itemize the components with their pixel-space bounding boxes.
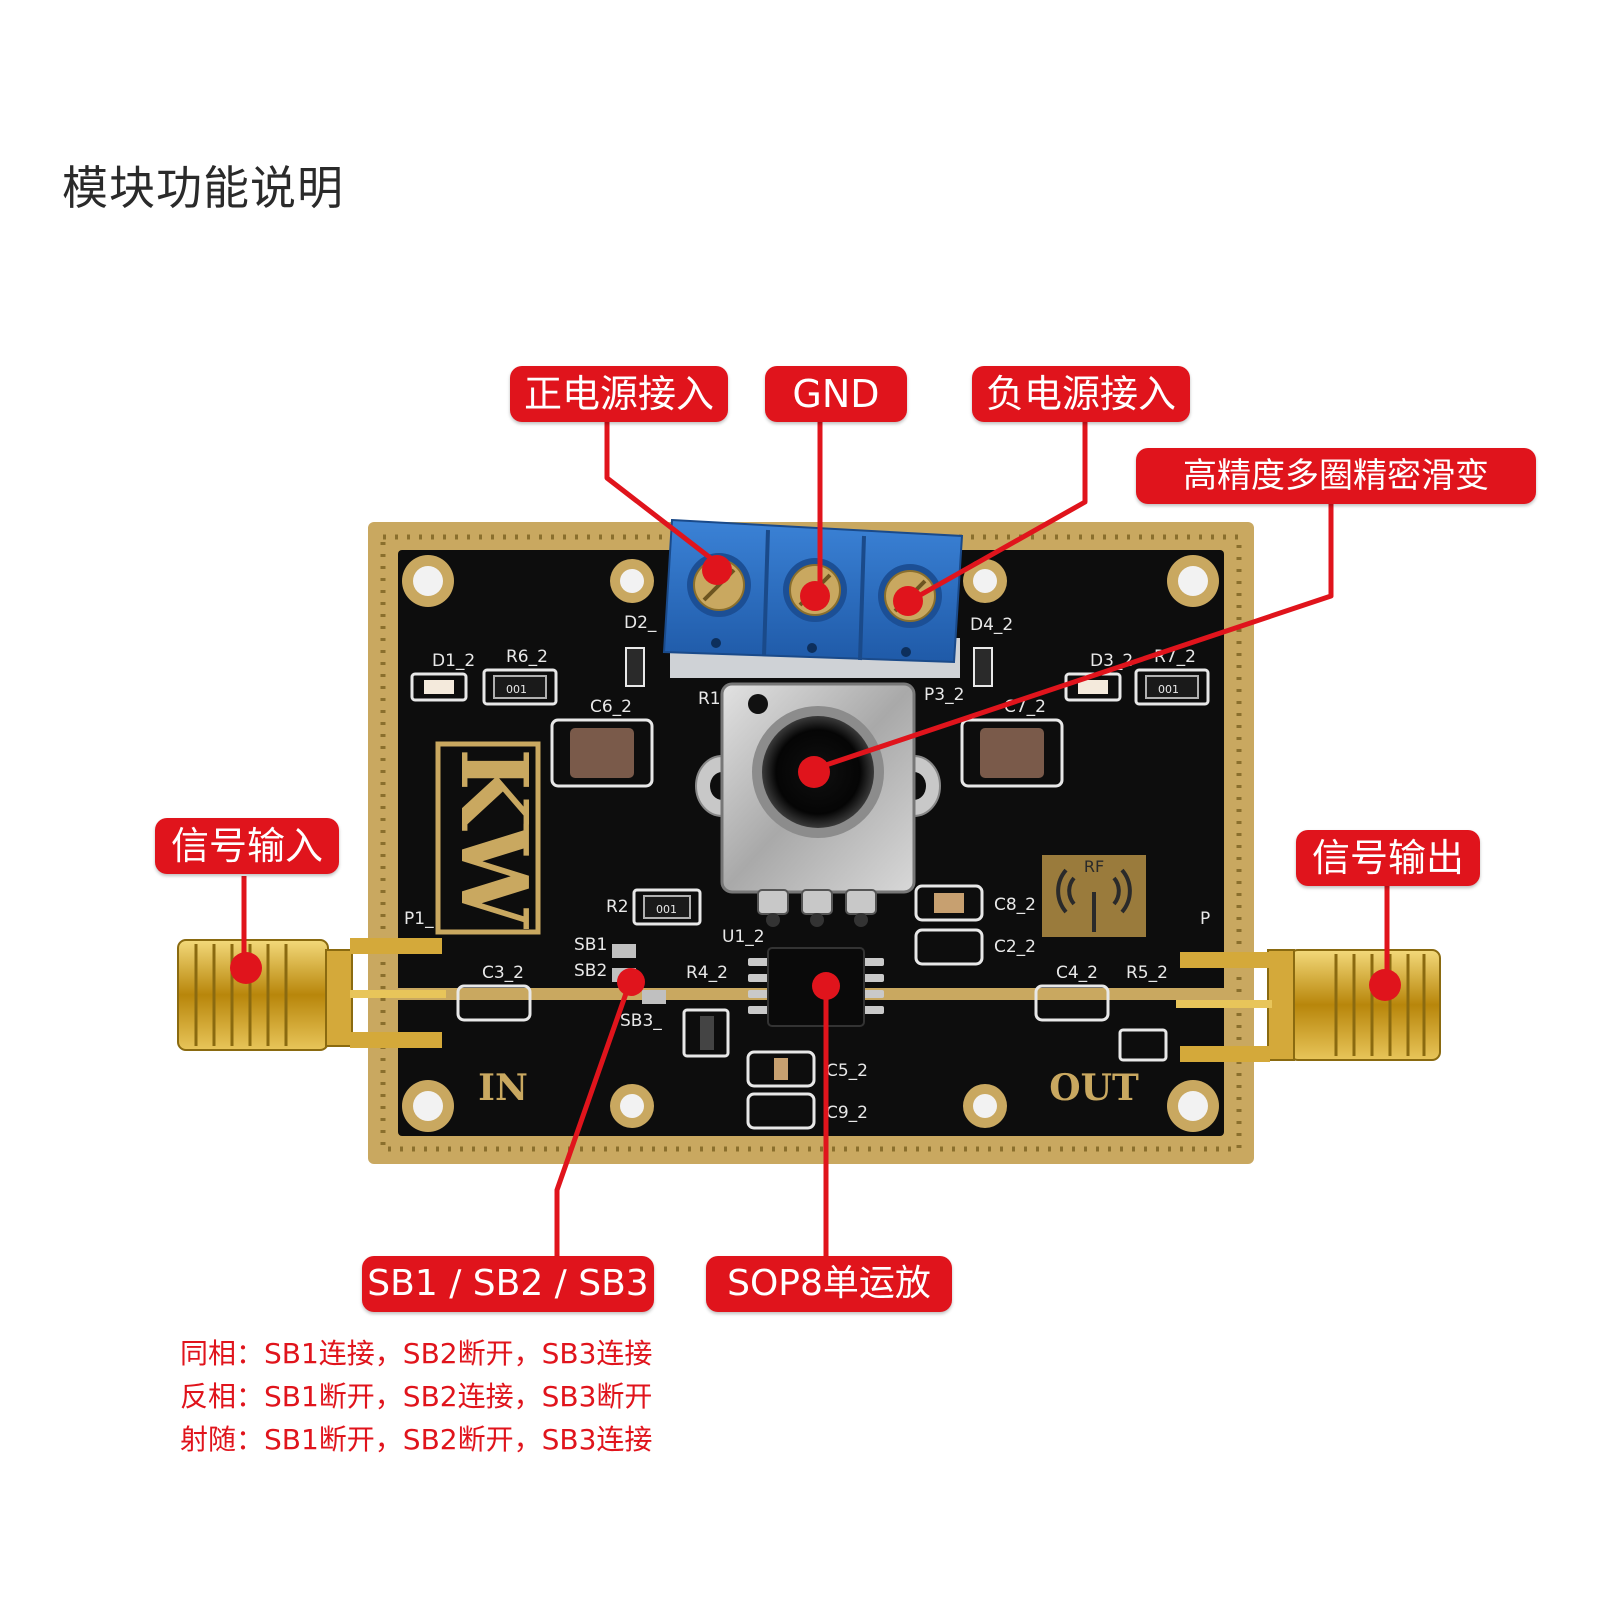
svg-text:P3_2: P3_2 (924, 685, 964, 705)
svg-text:SB3_: SB3_ (620, 1011, 662, 1031)
svg-text:R4_2: R4_2 (686, 963, 728, 983)
smd-components (410, 668, 1210, 1130)
page-title: 模块功能说明 (62, 161, 344, 215)
svg-text:R2: R2 (606, 897, 629, 917)
port-in-label: IN (478, 1067, 528, 1109)
svg-text:P1_: P1_ (404, 909, 434, 929)
component-bodies (424, 647, 1199, 1080)
sma-connector-out (1176, 949, 1441, 1062)
svg-text:D1_2: D1_2 (432, 651, 475, 671)
callout-sb-jumpers: SB1 / SB2 / SB3 (362, 1256, 654, 1312)
callout-potentiometer: 高精度多圈精密滑变 (1136, 448, 1536, 504)
callout-signal-output: 信号输出 (1296, 830, 1480, 886)
svg-text:SB1: SB1 (574, 935, 607, 955)
via-ring (380, 534, 1242, 1152)
mounting-holes (402, 555, 1219, 1132)
svg-text:R5_2: R5_2 (1126, 963, 1168, 983)
svg-text:R1: R1 (698, 689, 721, 709)
svg-text:001: 001 (1158, 683, 1179, 696)
leader-dots (230, 555, 1401, 1001)
svg-text:C9_2: C9_2 (826, 1103, 868, 1123)
rf-logo-text: RF (1084, 857, 1104, 876)
svg-text:C5_2: C5_2 (826, 1061, 868, 1081)
svg-text:D2_: D2_ (624, 613, 657, 633)
rf-logo: RF (1042, 855, 1146, 937)
callout-gnd: GND (765, 366, 907, 422)
svg-text:SB2: SB2 (574, 961, 607, 981)
precision-potentiometer (695, 682, 941, 927)
callout-signal-input: 信号输入 (155, 818, 339, 874)
svg-text:C4_2: C4_2 (1056, 963, 1098, 983)
kw-logo: KW (435, 741, 548, 935)
svg-text:C6_2: C6_2 (590, 697, 632, 717)
svg-text:001: 001 (506, 683, 527, 696)
sma-connector-in (177, 938, 446, 1051)
svg-text:D4_2: D4_2 (970, 615, 1013, 635)
svg-text:C8_2: C8_2 (994, 895, 1036, 915)
svg-text:001: 001 (656, 903, 677, 916)
port-out-label: OUT (1049, 1067, 1139, 1109)
svg-text:U1_2: U1_2 (722, 927, 765, 947)
svg-text:C2_2: C2_2 (994, 937, 1036, 957)
kw-logo-text: KW (440, 748, 548, 930)
silkscreen-labels: D1_2 R6_2 D2_ C6_2 R1 P3_2 D4_2 D3_2 R7_… (404, 613, 1210, 1123)
svg-text:P: P (1200, 909, 1210, 929)
leader-lines (241, 416, 1390, 1256)
svg-text:R6_2: R6_2 (506, 647, 548, 667)
callout-sop8-opamp: SOP8单运放 (706, 1256, 952, 1312)
mode-follower: 射随：SB1断开，SB2断开，SB3连接 (180, 1423, 653, 1456)
mode-non-inverting: 同相：SB1连接，SB2断开，SB3连接 (180, 1337, 653, 1370)
svg-text:C3_2: C3_2 (482, 963, 524, 983)
mode-inverting: 反相：SB1断开，SB2连接，SB3断开 (180, 1380, 653, 1413)
callout-positive-power: 正电源接入 (510, 366, 728, 422)
callout-negative-power: 负电源接入 (972, 366, 1190, 422)
